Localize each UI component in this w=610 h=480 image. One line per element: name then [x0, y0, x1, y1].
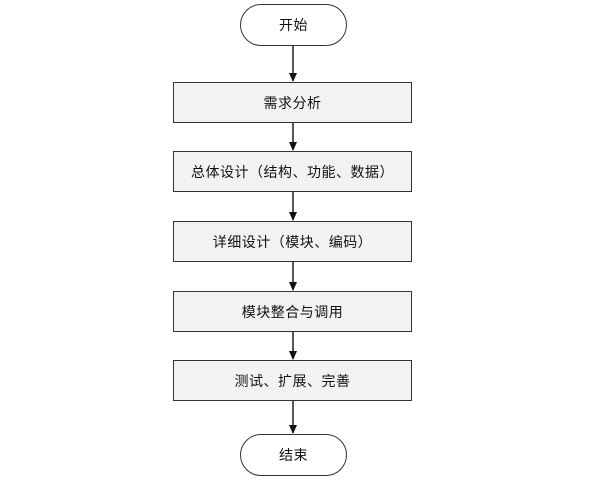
step-module-integration: 模块整合与调用 [173, 291, 412, 332]
start-node: 开始 [240, 4, 347, 46]
end-node: 结束 [240, 434, 347, 476]
end-node-label: 结束 [279, 448, 308, 464]
step-requirements-analysis: 需求分析 [173, 82, 412, 123]
step-label: 需求分析 [263, 95, 322, 112]
step-label: 模块整合与调用 [241, 304, 344, 321]
step-label: 总体设计（结构、功能、数据） [191, 164, 394, 181]
step-testing: 测试、扩展、完善 [173, 360, 412, 401]
step-label: 详细设计（模块、编码） [212, 234, 373, 251]
start-node-label: 开始 [279, 18, 308, 34]
step-label: 测试、扩展、完善 [234, 373, 351, 390]
step-detailed-design: 详细设计（模块、编码） [173, 221, 412, 262]
step-overall-design: 总体设计（结构、功能、数据） [173, 151, 412, 192]
